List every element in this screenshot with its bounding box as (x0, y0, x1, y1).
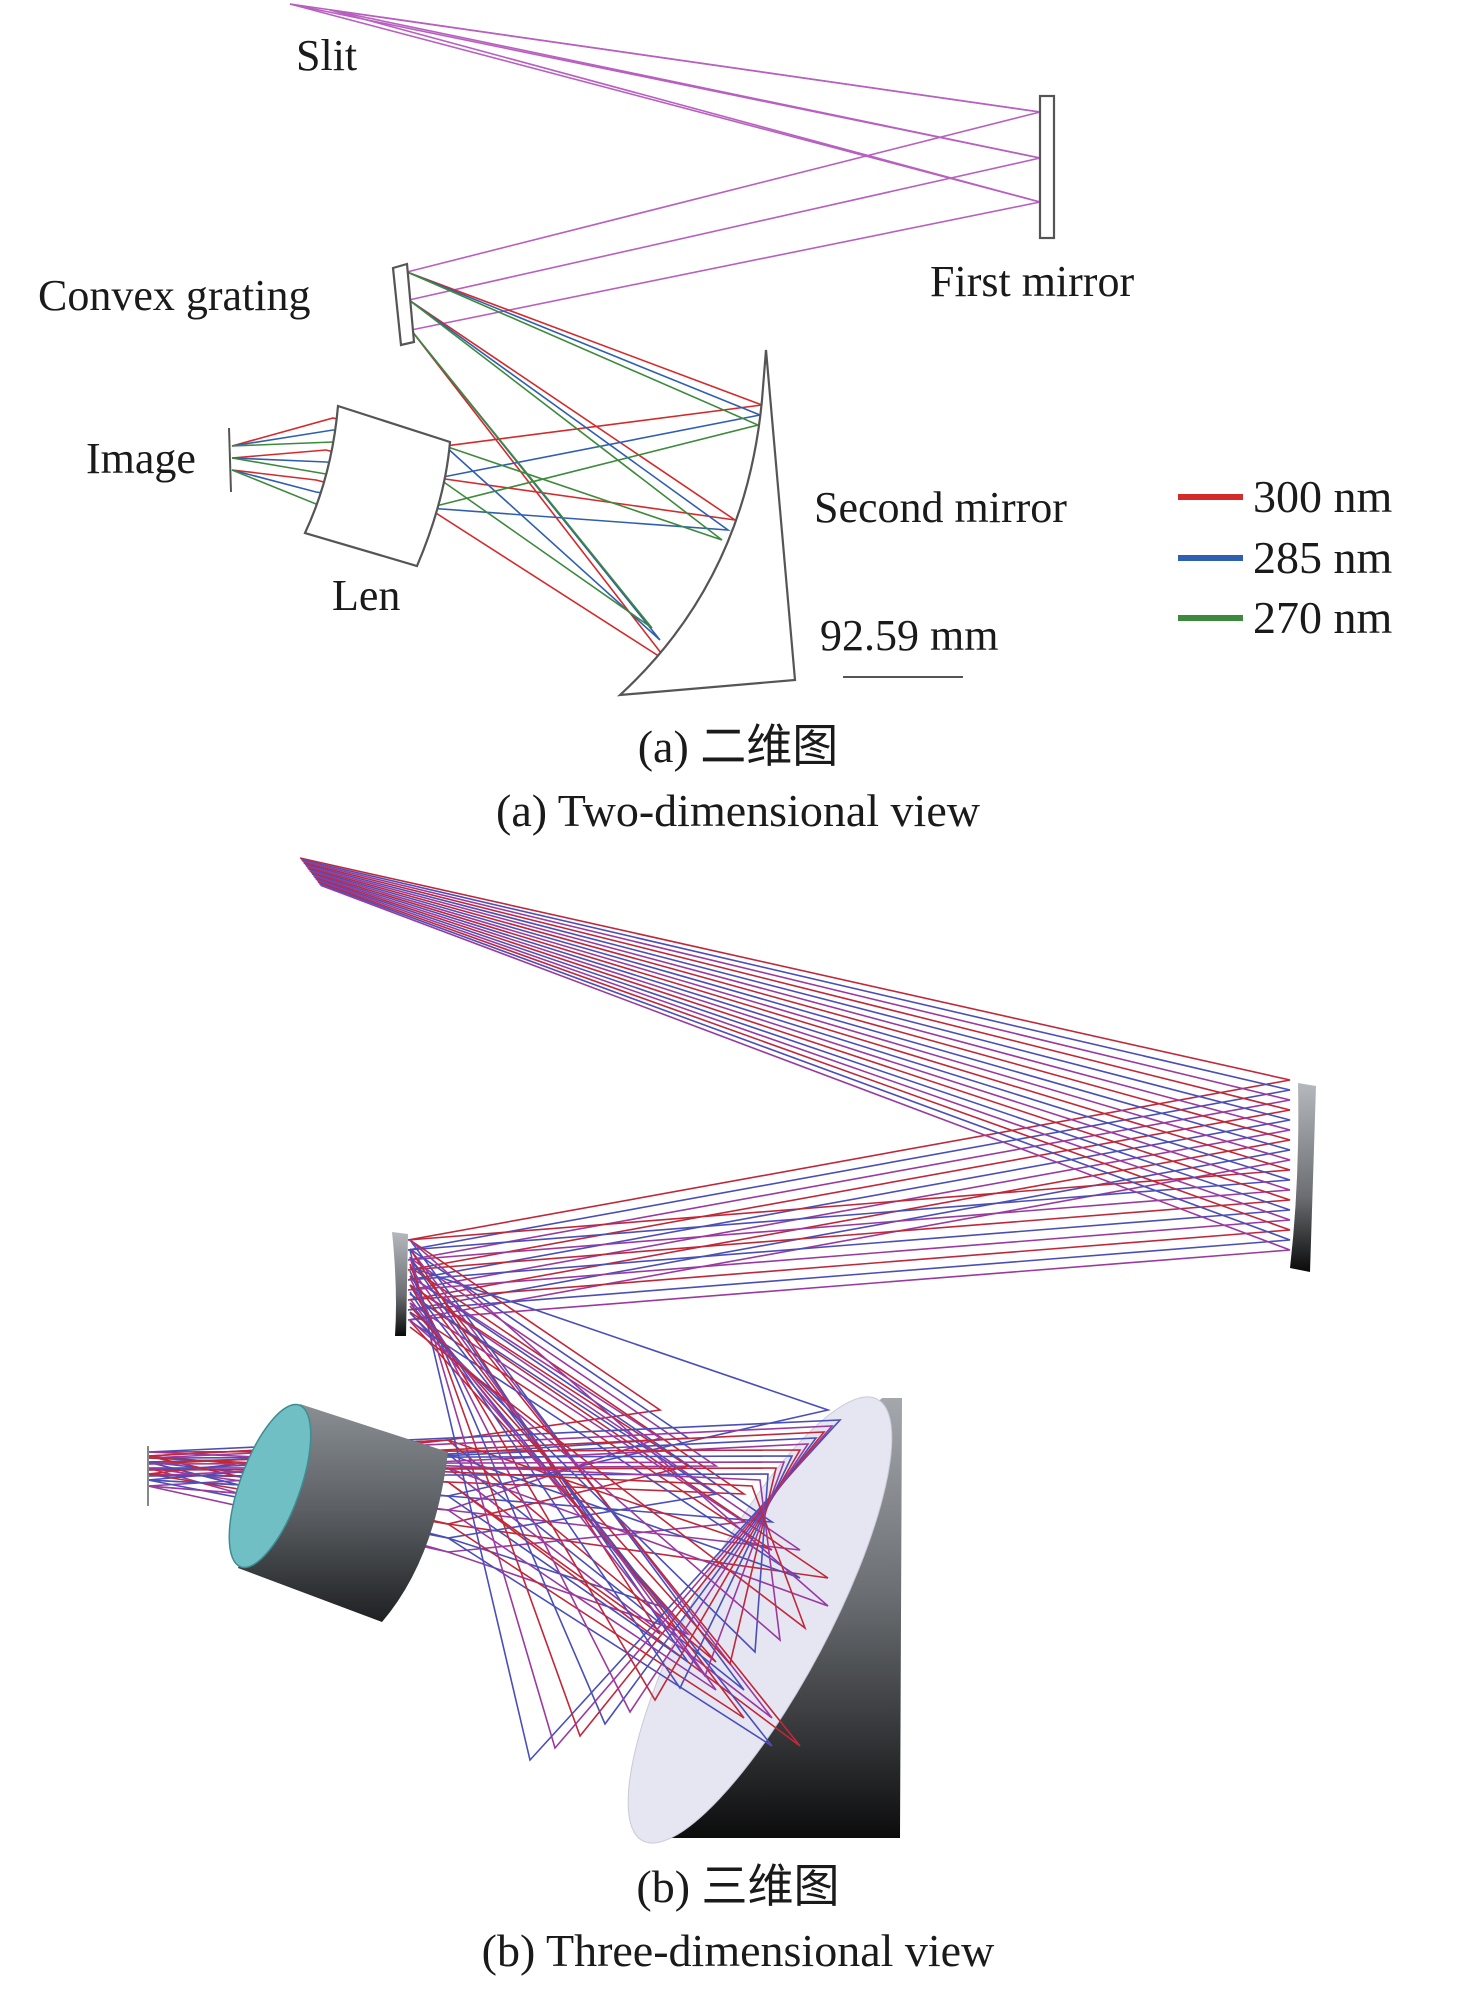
ray-3d-upper (315, 878, 1291, 1281)
ray-3d-cross (147, 1319, 782, 1642)
ray-3d-upper (299, 857, 1291, 1241)
lens-element (303, 404, 452, 568)
dispersed-ray-300nm (231, 299, 736, 521)
ray-3d-cross (147, 1312, 769, 1654)
first-mirror-to-grating-ray (408, 157, 1041, 301)
convex-grating-element (391, 262, 416, 347)
ray-3d-upper (316, 879, 1291, 1291)
legend-label-285nm: 285 nm (1253, 532, 1393, 583)
slit-label: Slit (296, 31, 357, 80)
first-mirror-3d (1290, 1083, 1316, 1272)
first-mirror-label: First mirror (930, 257, 1134, 306)
first-mirror-to-grating-ray (406, 111, 1041, 273)
ray-3d-cross (147, 1305, 778, 1666)
caption-3d-en: (b) Three-dimensional view (482, 1925, 995, 1976)
caption-2d-en: (a) Two-dimensional view (496, 785, 981, 836)
image-label: Image (86, 434, 196, 483)
legend-label-270nm: 270 nm (1253, 592, 1393, 643)
first-mirror-to-grating-ray (410, 201, 1041, 331)
ray-paths-2d (231, 3, 1041, 663)
ray-3d-upper (305, 865, 1291, 1291)
scale-label: 92.59 mm (820, 611, 998, 660)
ray-3d-upper (318, 882, 1291, 1311)
convex-grating-3d (392, 1232, 408, 1336)
ray-3d-cross (147, 1277, 810, 1714)
ray-3d-upper (314, 876, 1291, 1271)
legend-label-300nm: 300 nm (1253, 471, 1393, 522)
ray-3d-cross (147, 1256, 834, 1750)
len-label: Len (332, 571, 400, 620)
ray-3d-upper (302, 860, 1291, 1261)
ray-3d-upper (312, 874, 1291, 1261)
caption-3d-cn: (b) 三维图 (636, 1861, 839, 1912)
image-plane-element (228, 427, 232, 493)
second-mirror-3d-face (627, 1396, 893, 1844)
ray-3d-cross (147, 1284, 802, 1702)
ray-3d-upper (306, 866, 1291, 1301)
second-mirror-element (616, 349, 797, 697)
wavelength-legend: 300 nm 285 nm 270 nm (1178, 471, 1393, 643)
ray-3d-upper (301, 858, 1291, 1251)
convex-grating-label: Convex grating (38, 271, 311, 320)
ray-3d-cross (147, 1270, 818, 1726)
first-mirror-element (1038, 94, 1056, 240)
slit-to-first-mirror-ray (329, 9, 1041, 203)
ray-3d-upper (310, 871, 1291, 1241)
ray-3d-upper (320, 884, 1291, 1321)
second-mirror-label: Second mirror (814, 483, 1067, 532)
lens-3d-face (228, 1403, 312, 1569)
ray-3d-cross (147, 1291, 794, 1690)
two-dimensional-view: Slit First mirror Convex grating Image L… (38, 3, 1393, 836)
ray-3d-cross (147, 1298, 786, 1678)
ray-3d-cross (147, 1326, 807, 1631)
slit-to-first-mirror-ray (329, 9, 1041, 113)
three-dimensional-view: (b) 三维图 (b) Three-dimensional view (147, 857, 1316, 1976)
ray-3d-upper (309, 870, 1291, 1321)
slit-to-first-mirror-ray (329, 9, 1041, 159)
ray-3d-upper (311, 873, 1291, 1251)
caption-2d-cn: (a) 二维图 (638, 721, 839, 772)
ray-3d-cross (147, 1249, 842, 1762)
ray-3d-upper (317, 881, 1291, 1301)
